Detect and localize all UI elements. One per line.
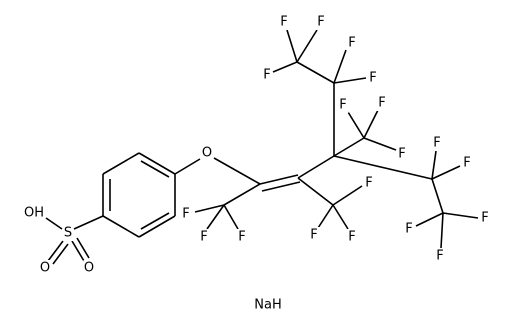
bond-cf3-f (363, 109, 379, 139)
atom-label-f_e1: F (481, 211, 488, 226)
atom-f_b2: F (367, 70, 379, 86)
atom-f_c2: F (376, 95, 388, 111)
bond-cf2-cf3 (296, 61, 335, 84)
atom-label-f_g2: F (200, 230, 207, 245)
bond-cf3-f (206, 204, 225, 230)
atom-label-f_a3: F (263, 68, 270, 83)
atom-label-o_ether: O (202, 146, 212, 161)
bond-cf2-f (333, 77, 367, 84)
atom-f_c3: F (396, 146, 408, 162)
atom-label-f_a2: F (317, 15, 324, 30)
bond-c2-cf3 (297, 177, 334, 206)
atom-label-f_b2: F (369, 71, 376, 86)
atom-f_a3: F (261, 67, 273, 83)
atom-o_s1: O (39, 260, 51, 276)
atom-f_b1: F (346, 35, 358, 51)
ring-double-bond (140, 212, 170, 230)
bond-cf3-f (347, 111, 365, 139)
atom-f_c1: F (337, 97, 349, 113)
bond-lines (45, 29, 479, 265)
ring-bond (138, 215, 176, 238)
ring-double-bond (140, 160, 170, 178)
bond-s-o1 (52, 243, 69, 265)
ring-bond (102, 152, 140, 175)
bond-cf3-f (332, 185, 363, 206)
bond-ring-o (174, 158, 201, 175)
ring-bond (102, 215, 140, 238)
bond-cf3-f (272, 61, 298, 73)
atom-o_s2: O (83, 260, 95, 276)
bond-c1-cf3 (223, 183, 261, 206)
atom-f_h2: F (308, 227, 320, 243)
bond-c1-c2 (259, 174, 299, 185)
atom-oh: OH (24, 205, 44, 221)
atom-f_d2: F (461, 155, 473, 171)
counterion-label: NaH (254, 298, 281, 313)
bond-cq-cf3 (333, 137, 365, 157)
atom-label-f_b1: F (348, 36, 355, 51)
atom-f_h3: F (346, 229, 358, 245)
bond-cf3-f (440, 212, 444, 249)
bond-s-o1 (47, 240, 64, 262)
bond-cf2-f (431, 150, 437, 180)
atom-label-f_c2: F (378, 96, 385, 111)
atom-f_h1: F (363, 175, 375, 191)
atom-label-f_g3: F (238, 230, 245, 245)
atom-f_g1: F (180, 206, 192, 222)
bond-cf3-f (296, 29, 318, 63)
bond-s-o2 (76, 237, 90, 259)
atom-label-f_h3: F (348, 230, 355, 245)
bond-cf3-f (332, 204, 349, 230)
atom-f_d1: F (431, 135, 443, 151)
atom-label-f_h1: F (365, 176, 372, 191)
bond-cf3-f (194, 204, 225, 213)
bond-cq-cf2 (333, 155, 433, 180)
atom-label-f_c3: F (398, 147, 405, 162)
bond-s-o2 (71, 240, 85, 262)
atom-label-f_a1: F (280, 15, 287, 30)
bond-c2-cq (297, 155, 335, 179)
atom-label-f_d2: F (463, 156, 470, 171)
atom-label-f_d1: F (433, 136, 440, 151)
atom-label-f_e3: F (436, 249, 443, 264)
bond-cf3-f (223, 204, 239, 230)
atom-label-o_s2: O (84, 261, 94, 276)
bond-cf3-f (442, 212, 479, 219)
bond-cf2-f (333, 49, 347, 84)
bond-ring-s (73, 215, 104, 230)
bond-cf3-f (415, 212, 444, 227)
atom-f_a1: F (278, 14, 290, 30)
ring-bond (138, 152, 176, 175)
bond-cf3-f (317, 204, 334, 229)
bond-c1-c2 (261, 181, 301, 192)
bond-cf3-f (363, 137, 397, 151)
atom-s: S (62, 225, 74, 241)
atom-o_ether: O (201, 145, 213, 161)
atom-label-f_e2: F (405, 222, 412, 237)
atom-label-s: S (64, 226, 72, 241)
atom-label-f_h2: F (310, 228, 317, 243)
atom-f_g3: F (236, 229, 248, 245)
bond-o-c1 (213, 157, 261, 185)
atom-label-o_s1: O (40, 261, 50, 276)
bond-cf3-f (286, 29, 298, 63)
bond-s-oh (45, 217, 63, 230)
atom-f_a2: F (315, 14, 327, 30)
atom-label-f_c1: F (339, 98, 346, 113)
atom-f_e1: F (479, 210, 491, 226)
atom-label-oh: OH (24, 206, 44, 221)
atom-label-f_g1: F (182, 207, 189, 222)
bond-cf2-f (431, 165, 461, 180)
atom-f_e3: F (434, 248, 446, 264)
atom-f_e2: F (403, 221, 415, 237)
atom-f_g2: F (198, 229, 210, 245)
bond-cf2-cf3 (431, 178, 444, 214)
